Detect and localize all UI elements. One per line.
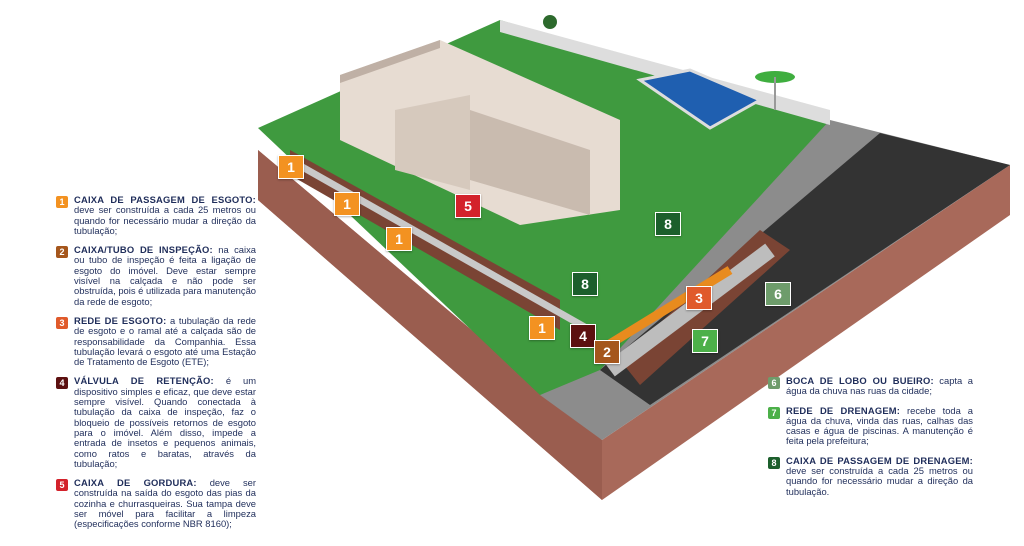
legend-item: 6 BOCA DE LOBO OU BUEIRO: capta a água da… <box>768 375 973 397</box>
item-title: CAIXA/TUBO DE INSPEÇÃO: <box>74 244 213 256</box>
badge-3: 3 <box>56 316 68 329</box>
marker-1: 1 <box>386 227 412 251</box>
legend-item: 8 CAIXA DE PASSAGEM DE DRENAGEM: deve ser… <box>768 454 973 497</box>
legend-drainage: 6 BOCA DE LOBO OU BUEIRO: capta a água da… <box>768 375 973 506</box>
item-text: a tubulação da rede de esgoto e o ramal … <box>74 314 257 368</box>
badge-4: 4 <box>56 377 68 390</box>
item-text: deve ser construída a cada 25 metros ou … <box>786 465 973 497</box>
item-title: CAIXA DE PASSAGEM DE DRENAGEM: <box>786 454 973 466</box>
item-title: CAIXA DE PASSAGEM DE ESGOTO: <box>74 194 256 205</box>
badge-7: 7 <box>768 406 780 419</box>
marker-5: 5 <box>455 194 481 218</box>
badge-1: 1 <box>56 196 68 208</box>
badge-2: 2 <box>56 246 68 259</box>
sewer-network-pipe <box>597 266 733 354</box>
item-title: REDE DE DRENAGEM: <box>786 404 901 416</box>
palm-tree <box>543 15 557 29</box>
item-text: capta a água da chuva nas ruas da cidade… <box>786 375 973 397</box>
legend-sewer: 1 CAIXA DE PASSAGEM DE ESGOTO: deve ser c… <box>56 194 257 539</box>
marker-8: 8 <box>572 272 598 296</box>
item-title: BOCA DE LOBO OU BUEIRO: <box>786 375 934 386</box>
pool <box>636 68 764 130</box>
badge-5: 5 <box>56 479 68 492</box>
legend-item: 5 CAIXA DE GORDURA: deve ser construída n… <box>56 477 257 530</box>
item-text: deve ser construída a cada 25 metros ou … <box>74 204 256 236</box>
item-text: recebe toda a água da chuva, vinda das r… <box>786 404 973 447</box>
item-text: deve ser construída na saída do esgoto d… <box>74 477 257 530</box>
marker-7: 7 <box>692 329 718 353</box>
badge-6: 6 <box>768 377 780 389</box>
item-text: na caixa ou tubo de inspeção é feita a l… <box>74 244 256 307</box>
marker-3: 3 <box>686 286 712 310</box>
legend-item: 4 VÁLVULA DE RETENÇÃO: é um dispositivo s… <box>56 376 256 469</box>
marker-2: 2 <box>594 340 620 364</box>
marker-8: 8 <box>655 212 681 236</box>
drainage-pipe <box>605 243 775 377</box>
legend-item: 3 REDE DE ESGOTO: a tubulação da rede de … <box>56 314 257 368</box>
legend-item: 7 REDE DE DRENAGEM: recebe toda a água da… <box>768 404 973 447</box>
marker-1: 1 <box>529 316 555 340</box>
item-title: CAIXA DE GORDURA: <box>74 477 197 489</box>
marker-4: 4 <box>570 324 596 348</box>
marker-6: 6 <box>765 282 791 306</box>
marker-1: 1 <box>334 192 360 216</box>
sewer-pipe <box>288 156 592 334</box>
marker-1: 1 <box>278 155 304 179</box>
badge-8: 8 <box>768 456 780 469</box>
item-title: REDE DE ESGOTO: <box>74 314 167 326</box>
item-title: VÁLVULA DE RETENÇÃO: <box>74 375 214 387</box>
item-text: é um dispositivo simples e eficaz, que d… <box>74 375 257 469</box>
legend-item: 1 CAIXA DE PASSAGEM DE ESGOTO: deve ser c… <box>56 194 256 236</box>
legend-item: 2 CAIXA/TUBO DE INSPEÇÃO: na caixa ou tub… <box>56 244 256 307</box>
